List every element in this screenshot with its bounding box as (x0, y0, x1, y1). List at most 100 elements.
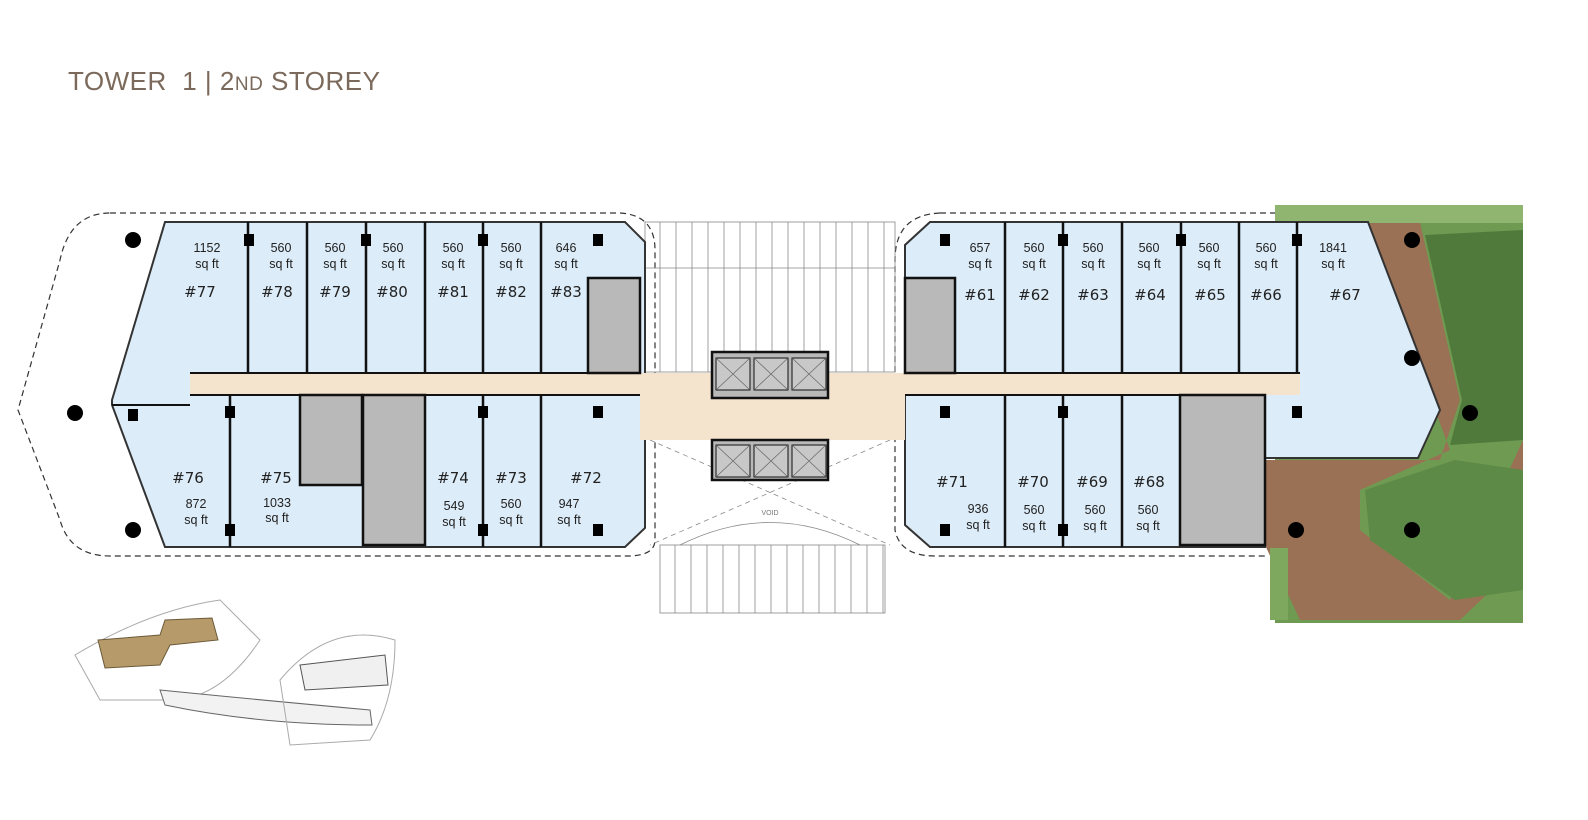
unit-area: 560 (383, 241, 404, 255)
unit-61[interactable]: #61 657 sq ft (964, 241, 996, 304)
unit-80[interactable]: #80 560 sq ft (376, 241, 408, 301)
unit-area: 560 (1138, 503, 1159, 517)
title-separator: | (197, 66, 220, 96)
square-column (1292, 406, 1302, 418)
unit-area-unit: sq ft (1197, 257, 1221, 271)
square-column (361, 234, 371, 246)
unit-63[interactable]: #63 560 sq ft (1077, 241, 1109, 304)
unit-number: #72 (570, 469, 602, 487)
unit-area-unit: sq ft (1254, 257, 1278, 271)
unit-area-unit: sq ft (499, 513, 523, 527)
unit-area: 646 (556, 241, 577, 255)
unit-number: #80 (376, 283, 408, 301)
square-column (1058, 234, 1068, 246)
square-column (1058, 524, 1068, 536)
unit-number: #63 (1077, 286, 1109, 304)
left-wing-outline (17, 212, 656, 557)
unit-area-unit: sq ft (968, 257, 992, 271)
unit-number: #81 (437, 283, 469, 301)
unit-number: #62 (1018, 286, 1050, 304)
square-column (1292, 234, 1302, 246)
square-column (593, 406, 603, 418)
unit-area-unit: sq ft (195, 257, 219, 271)
square-column (478, 524, 488, 536)
unit-walls (112, 222, 1300, 547)
unit-number: #67 (1329, 286, 1361, 304)
lift-cross (791, 444, 827, 478)
unit-76[interactable]: #76 872 sq ft (172, 469, 208, 527)
unit-area-unit: sq ft (323, 257, 347, 271)
title-storey-word: STOREY (263, 66, 381, 96)
unit-area: 560 (1139, 241, 1160, 255)
service-core (298, 393, 364, 487)
square-column (940, 406, 950, 418)
unit-area: 657 (970, 241, 991, 255)
unit-area-unit: sq ft (1081, 257, 1105, 271)
title-storey-number: 2 (219, 66, 235, 96)
unit-65[interactable]: #65 560 sq ft (1194, 241, 1226, 304)
unit-area-unit: sq ft (1022, 519, 1046, 533)
void-label: VOID (761, 510, 778, 517)
unit-area-unit: sq ft (184, 513, 208, 527)
lift-cross (753, 357, 789, 391)
unit-number: #70 (1017, 473, 1049, 491)
unit-area: 549 (444, 499, 465, 513)
unit-number: #73 (495, 469, 527, 487)
round-column (1288, 522, 1304, 538)
unit-area: 560 (271, 241, 292, 255)
unit-number: #65 (1194, 286, 1226, 304)
service-core (903, 276, 957, 375)
service-core (361, 393, 427, 547)
unit-number: #68 (1133, 473, 1165, 491)
unit-number: #79 (319, 283, 351, 301)
unit-area-unit: sq ft (1136, 519, 1160, 533)
corridor-right (905, 373, 1300, 395)
lift-cross (715, 357, 751, 391)
unit-area: 560 (1024, 503, 1045, 517)
unit-number: #64 (1134, 286, 1166, 304)
square-column (1058, 406, 1068, 418)
round-column (125, 522, 141, 538)
unit-area: 560 (1085, 503, 1106, 517)
unit-area-unit: sq ft (381, 257, 405, 271)
square-column (225, 406, 235, 418)
square-column (1176, 234, 1186, 246)
unit-area: 560 (1024, 241, 1045, 255)
unit-70[interactable]: #70 560 sq ft (1017, 473, 1049, 533)
unit-number: #82 (495, 283, 527, 301)
unit-area: 872 (186, 497, 207, 511)
unit-area-unit: sq ft (499, 257, 523, 271)
unit-area-unit: sq ft (557, 513, 581, 527)
unit-number: #83 (550, 283, 582, 301)
unit-area-unit: sq ft (269, 257, 293, 271)
unit-number: #75 (260, 469, 292, 487)
square-column (128, 409, 138, 421)
unit-area-unit: sq ft (265, 511, 289, 525)
unit-area-unit: sq ft (442, 515, 466, 529)
unit-area: 560 (1083, 241, 1104, 255)
unit-area: 560 (1199, 241, 1220, 255)
unit-area: 936 (968, 502, 989, 516)
title-storey-suffix: ND (234, 74, 264, 95)
unit-68[interactable]: #68 560 sq ft (1133, 473, 1165, 533)
unit-number: #61 (964, 286, 996, 304)
unit-area-unit: sq ft (1321, 257, 1345, 271)
unit-number: #76 (172, 469, 204, 487)
